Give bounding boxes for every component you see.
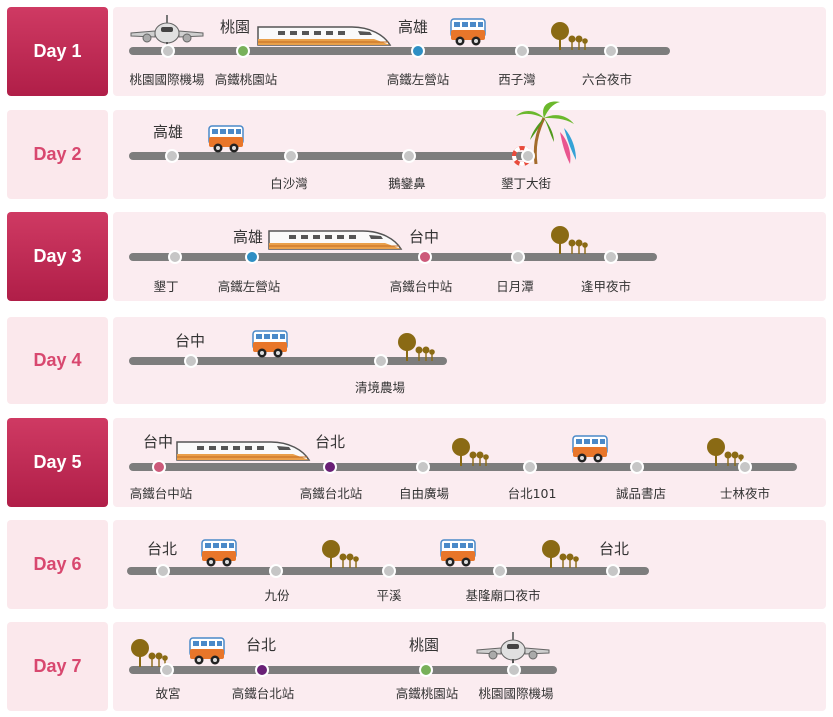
tree-icon	[548, 224, 588, 254]
stop-label: 清境農場	[355, 377, 405, 396]
city-label: 高雄	[153, 121, 183, 142]
day-5-label: Day 5	[7, 418, 108, 507]
city-label: 台中	[409, 226, 439, 247]
day-4-label: Day 4	[7, 317, 108, 404]
stop-node	[152, 460, 166, 474]
day-6-label: Day 6	[7, 520, 108, 609]
bus-icon	[440, 538, 476, 568]
stop-node	[630, 460, 644, 474]
stop-label: 逢甲夜市	[581, 276, 631, 295]
stop-node	[507, 663, 521, 677]
day-1-track	[129, 47, 670, 55]
bus-icon	[201, 538, 237, 568]
stop-label: 白沙灣	[270, 173, 308, 192]
stop-node	[738, 460, 752, 474]
city-label: 台北	[147, 538, 177, 559]
stop-label: 平溪	[376, 585, 401, 604]
stop-label: 高鐵台北站	[232, 683, 295, 702]
city-label: 台北	[599, 538, 629, 559]
stop-node	[511, 250, 525, 264]
stop-node	[160, 663, 174, 677]
stop-node	[515, 44, 529, 58]
stop-node	[493, 564, 507, 578]
stop-node	[165, 149, 179, 163]
tree-icon	[449, 436, 489, 466]
stop-node	[419, 663, 433, 677]
stop-label: 高鐵台中站	[390, 276, 453, 295]
stop-label: 高鐵左營站	[387, 69, 450, 88]
city-label: 台北	[315, 431, 345, 452]
tree-icon	[548, 20, 588, 50]
stop-node	[269, 564, 283, 578]
stop-node	[382, 564, 396, 578]
city-label: 台北	[246, 634, 276, 655]
city-label: 台中	[143, 431, 173, 452]
stop-label: 桃園國際機場	[129, 69, 204, 88]
bus-icon	[208, 124, 244, 154]
stop-label: 自由廣場	[399, 483, 449, 502]
train-icon	[175, 436, 311, 466]
stop-node	[604, 250, 618, 264]
day-7-label: Day 7	[7, 622, 108, 711]
stop-node	[161, 44, 175, 58]
stop-label: 鵝鑾鼻	[388, 173, 426, 192]
stop-label: 墾丁	[153, 276, 178, 295]
city-label: 高雄	[398, 16, 428, 37]
stop-node	[245, 250, 259, 264]
stop-node	[374, 354, 388, 368]
stop-node	[402, 149, 416, 163]
stop-node	[606, 564, 620, 578]
tree-icon	[539, 538, 579, 568]
city-label: 高雄	[233, 226, 263, 247]
stop-node	[168, 250, 182, 264]
bus-icon	[189, 636, 225, 666]
train-icon	[256, 21, 392, 51]
stop-label: 高鐵左營站	[218, 276, 281, 295]
stop-node	[236, 44, 250, 58]
stop-label: 誠品書店	[616, 483, 666, 502]
stop-node	[418, 250, 432, 264]
stop-node	[184, 354, 198, 368]
day-2-track	[129, 152, 531, 160]
stop-label: 高鐵台北站	[300, 483, 363, 502]
tree-icon	[395, 331, 435, 361]
stop-node	[523, 460, 537, 474]
stop-node	[255, 663, 269, 677]
bus-icon	[572, 434, 608, 464]
city-label: 桃園	[409, 634, 439, 655]
stop-node	[604, 44, 618, 58]
stop-label: 日月潭	[496, 276, 534, 295]
stop-node	[156, 564, 170, 578]
stop-node	[521, 149, 535, 163]
stop-label: 高鐵台中站	[130, 483, 193, 502]
stop-label: 六合夜市	[582, 69, 632, 88]
airplane-icon	[475, 630, 551, 666]
stop-label: 士林夜市	[720, 483, 770, 502]
city-label: 台中	[175, 330, 205, 351]
tree-icon	[704, 436, 744, 466]
stop-label: 桃園國際機場	[478, 683, 553, 702]
stop-node	[411, 44, 425, 58]
tree-icon	[319, 538, 359, 568]
stop-label: 高鐵桃園站	[396, 683, 459, 702]
city-label: 桃園	[220, 16, 250, 37]
day-1-label: Day 1	[7, 7, 108, 96]
train-icon	[267, 225, 403, 255]
stop-node	[284, 149, 298, 163]
stop-node	[323, 460, 337, 474]
stop-label: 基隆廟口夜市	[465, 585, 540, 604]
day-3-label: Day 3	[7, 212, 108, 301]
bus-icon	[252, 329, 288, 359]
stop-label: 故宮	[155, 683, 180, 702]
stop-label: 西子灣	[498, 69, 536, 88]
stop-node	[416, 460, 430, 474]
tree-icon	[128, 637, 168, 667]
stop-label: 高鐵桃園站	[215, 69, 278, 88]
stop-label: 墾丁大街	[501, 173, 551, 192]
day-2-label: Day 2	[7, 110, 108, 199]
day-7-track	[129, 666, 557, 674]
stop-label: 台北101	[508, 483, 557, 502]
bus-icon	[450, 17, 486, 47]
stop-label: 九份	[264, 585, 289, 604]
